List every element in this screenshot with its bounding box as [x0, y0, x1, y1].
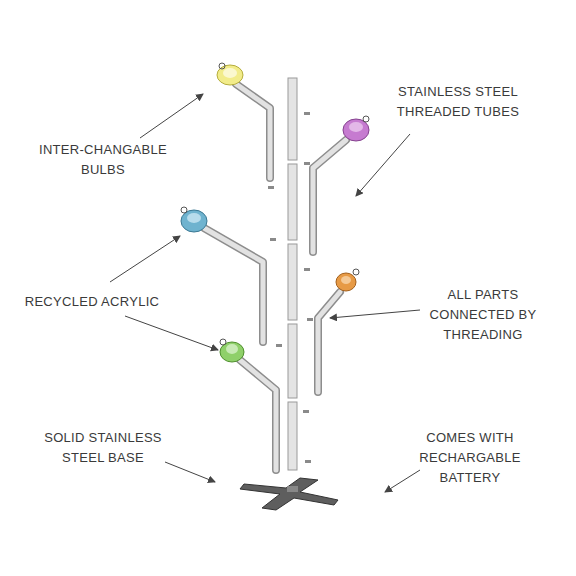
callout-label: INTER-CHANGABLE BULBS: [36, 140, 171, 180]
yellow-bulb: [217, 63, 243, 85]
callout-label: RECYCLED ACRYLIC: [5, 292, 180, 312]
orange-bulb: [336, 269, 359, 291]
cross-base: [240, 478, 338, 510]
callout-label: SOLID STAINLESS STEEL BASE: [36, 428, 171, 468]
green-bulb: [220, 339, 244, 362]
purple-bulb: [343, 116, 369, 141]
callout-label: ALL PARTS CONNECTED BY THREADING: [424, 285, 542, 345]
pole: [288, 78, 297, 470]
callout-label: STAINLESS STEEL THREADED TUBES: [391, 82, 526, 122]
blue-bulb: [181, 207, 207, 232]
branch-tubes: [204, 84, 346, 470]
callout-label: COMES WITH RECHARGABLE BATTERY: [408, 428, 533, 488]
